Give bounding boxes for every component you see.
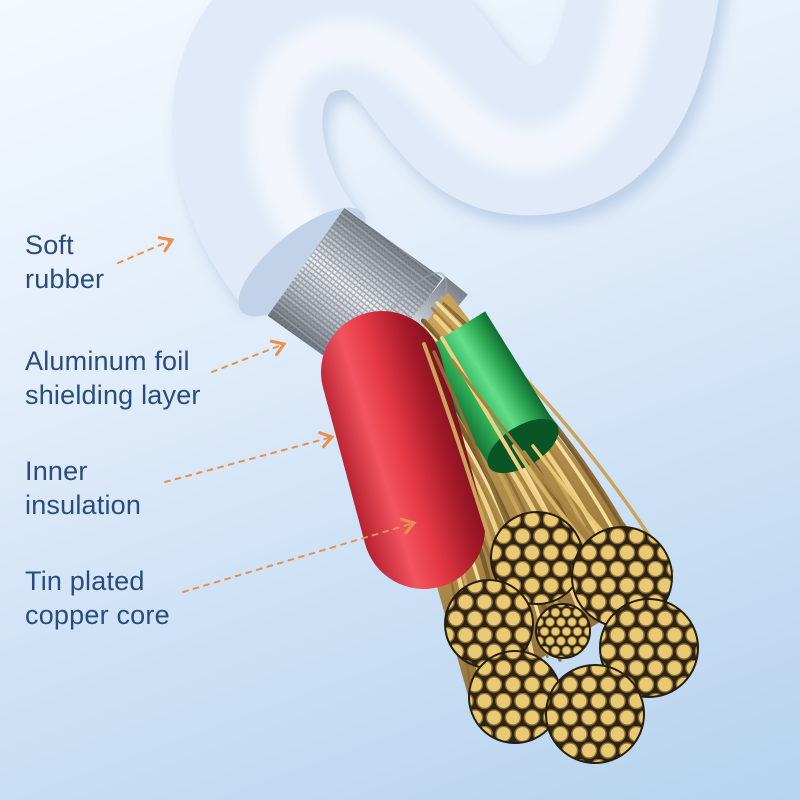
leader-soft-rubber <box>117 236 175 264</box>
label-line: insulation <box>25 490 142 520</box>
wire-core <box>599 598 699 698</box>
label-line: Aluminum foil <box>25 346 190 376</box>
label-line: Inner <box>25 456 88 486</box>
leader-tin-copper-core <box>182 517 417 593</box>
label-tin-plated-copper-core: Tin plated copper core <box>25 564 170 632</box>
red-insulation <box>321 311 485 589</box>
green-insulation <box>418 311 557 467</box>
label-aluminum-foil-shielding-layer: Aluminum foil shielding layer <box>25 344 201 412</box>
cable-highlight <box>248 0 656 252</box>
label-line: rubber <box>25 264 105 294</box>
wire-cross-sections <box>444 511 699 764</box>
wire-core <box>545 664 645 764</box>
green-cut-face <box>487 418 559 474</box>
wire-core-small <box>535 603 591 659</box>
leader-inner-insulation <box>164 431 335 483</box>
label-line: shielding layer <box>25 380 201 410</box>
wire-core <box>468 650 562 744</box>
label-soft-rubber: Soft rubber <box>25 228 104 296</box>
label-line: copper core <box>25 600 170 630</box>
label-line: Soft <box>25 230 74 260</box>
leader-lines <box>117 236 417 593</box>
leader-aluminum-foil <box>211 339 287 373</box>
label-line: Tin plated <box>25 566 145 596</box>
label-inner-insulation: Inner insulation <box>25 454 141 522</box>
